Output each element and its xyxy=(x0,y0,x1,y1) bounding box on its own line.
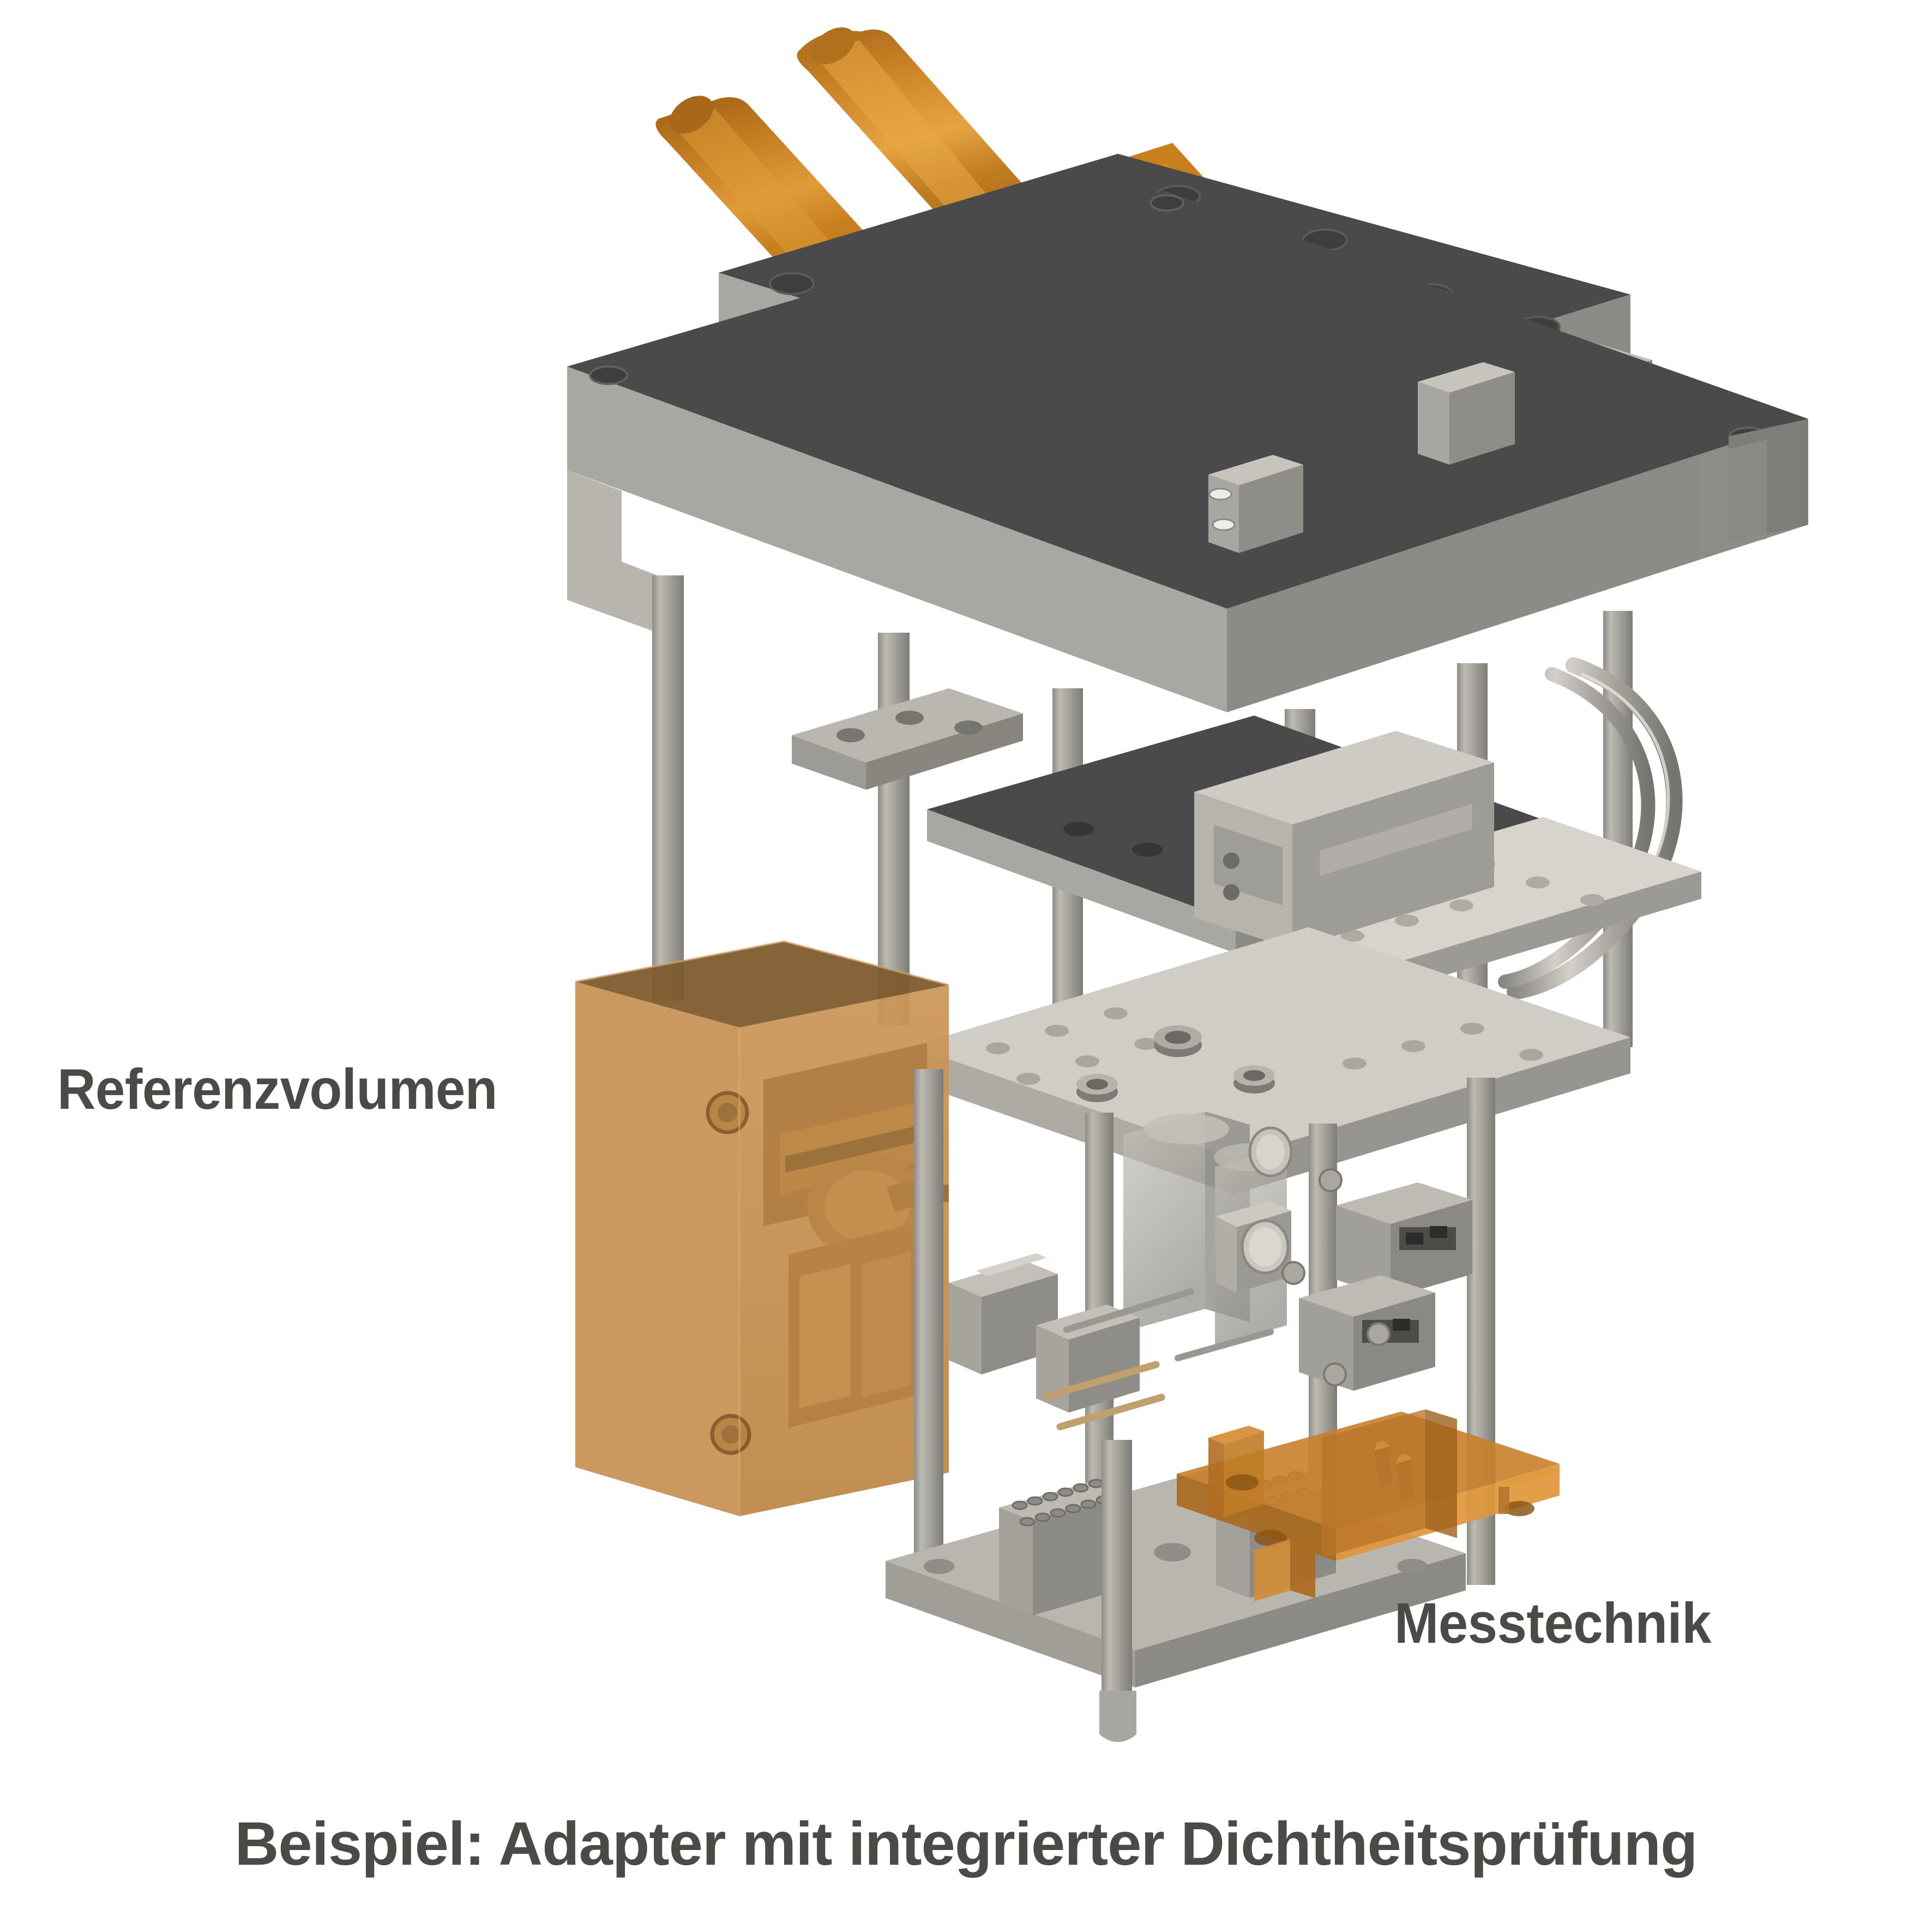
main-platen-plate xyxy=(567,191,1808,712)
messtechnik-bracket xyxy=(1177,1409,1561,1601)
figure-caption: Beispiel: Adapter mit integrierter Dicht… xyxy=(234,1810,1698,1878)
lower-mechanism-cluster xyxy=(949,1112,1472,1431)
annotation-label-referenzvolumen: Referenzvolumen xyxy=(57,1058,497,1121)
reference-volume-box xyxy=(575,940,949,1516)
upper-tooling-details xyxy=(1208,362,1515,553)
annotation-label-messtechnik: Messtechnik xyxy=(1394,1591,1712,1655)
